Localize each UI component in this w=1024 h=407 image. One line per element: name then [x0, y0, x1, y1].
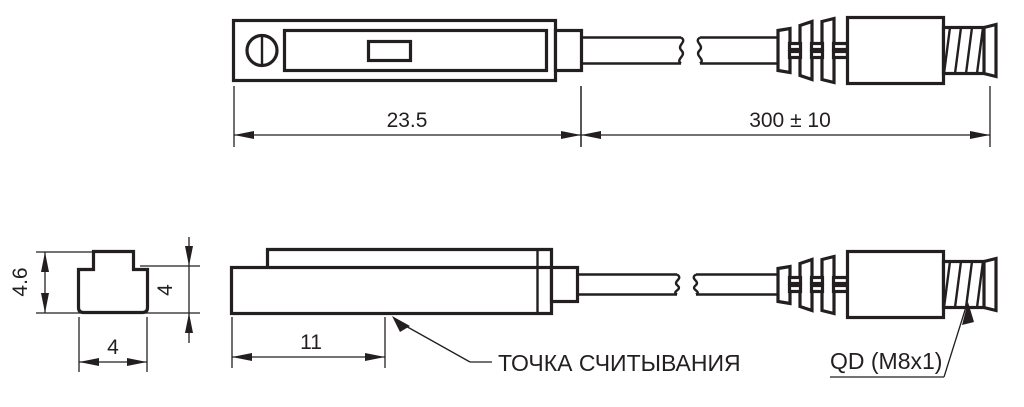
cable-break-symbol-right	[696, 36, 703, 65]
leader-line-connector	[943, 306, 967, 378]
strain-relief-rail-upper-3	[831, 41, 850, 52]
dimension-cable-length: 300 ± 10	[580, 86, 991, 147]
dimension-body-length: 23.5	[233, 86, 582, 147]
sensor-body-outline-bottom	[229, 265, 554, 316]
sensing-window-marker	[366, 39, 413, 63]
arrow-left-300	[581, 131, 601, 139]
connector-thread-lines-bottom	[942, 261, 985, 308]
strain-relief-rail-lower-2	[809, 49, 825, 60]
arrow-bottom-46	[41, 293, 49, 313]
cable-break-symbol-left	[678, 36, 685, 65]
dimension-sensing-offset: 11	[231, 317, 386, 368]
cable-break-symbol-left-bottom	[674, 273, 681, 296]
leader-arrow-sensing-point	[392, 316, 410, 332]
dim-text-height-body: 4	[154, 284, 177, 296]
leader-arrow-connector	[962, 302, 974, 325]
connector-thread-cap-top	[982, 22, 998, 79]
arrow-left-4w	[79, 358, 99, 366]
connector-label: QD (M8x1)	[830, 348, 942, 374]
arrow-top-4h	[185, 246, 193, 266]
strain-relief-rail-upper-1-bottom	[787, 275, 803, 286]
sensing-point-label: ТОЧКА СЧИТЫВАНИЯ	[498, 350, 741, 376]
arrow-right-4w	[127, 358, 147, 366]
bottom-view-group	[229, 247, 998, 320]
connector-callout: QD (M8x1)	[830, 302, 974, 378]
arrow-bottom-4h	[185, 313, 193, 333]
dim-text-body-length: 23.5	[387, 109, 428, 132]
connector-barrel-top	[845, 15, 946, 86]
dim-text-width-body: 4	[107, 336, 119, 359]
dim-text-sensing-offset: 11	[300, 331, 322, 354]
dim-text-height-total: 4.6	[9, 267, 32, 296]
cross-section-profile	[76, 249, 150, 315]
top-view-group	[231, 15, 998, 86]
strain-relief-rail-lower-2-bottom	[809, 283, 825, 294]
strain-relief-rail-lower-3-bottom	[831, 283, 850, 294]
cross-section-view-group: 4.6 4 4	[9, 237, 200, 372]
cable-gland-collar-bottom	[549, 265, 580, 304]
connector-thread-lines-top	[942, 27, 985, 74]
strain-relief-rail-lower-1	[787, 49, 803, 60]
connector-thread-cap-bottom	[982, 256, 998, 313]
arrow-top-46	[41, 252, 49, 272]
dim-text-cable-length: 300 ± 10	[749, 109, 831, 132]
strain-relief-segment-1-bottom	[776, 264, 792, 306]
arrow-right-300	[970, 131, 990, 139]
sensor-face-panel	[282, 28, 549, 73]
strain-relief-rail-upper-2	[809, 41, 825, 52]
arrow-left-11	[232, 353, 252, 361]
sensor-top-rail-bottom-view	[265, 247, 554, 268]
strain-relief-rail-upper-2-bottom	[809, 275, 825, 286]
cable-break-symbol-right-bottom	[692, 273, 699, 296]
arrow-right-11	[365, 353, 385, 361]
strain-relief-segment-1	[776, 26, 792, 75]
sensing-point-callout: ТОЧКА СЧИТЫВАНИЯ	[392, 316, 741, 376]
strain-relief-rail-lower-1-bottom	[787, 283, 803, 294]
strain-relief-segment-3	[820, 16, 836, 85]
cable-gland-collar-top	[553, 28, 584, 73]
strain-relief-segment-3-bottom	[820, 254, 836, 316]
strain-relief-rail-upper-1	[787, 41, 803, 52]
strain-relief-rail-lower-3	[831, 49, 850, 60]
arrow-right-235	[561, 131, 581, 139]
arrow-left-235	[234, 131, 254, 139]
strain-relief-rail-upper-3-bottom	[831, 275, 850, 286]
connector-barrel-bottom	[845, 249, 946, 320]
